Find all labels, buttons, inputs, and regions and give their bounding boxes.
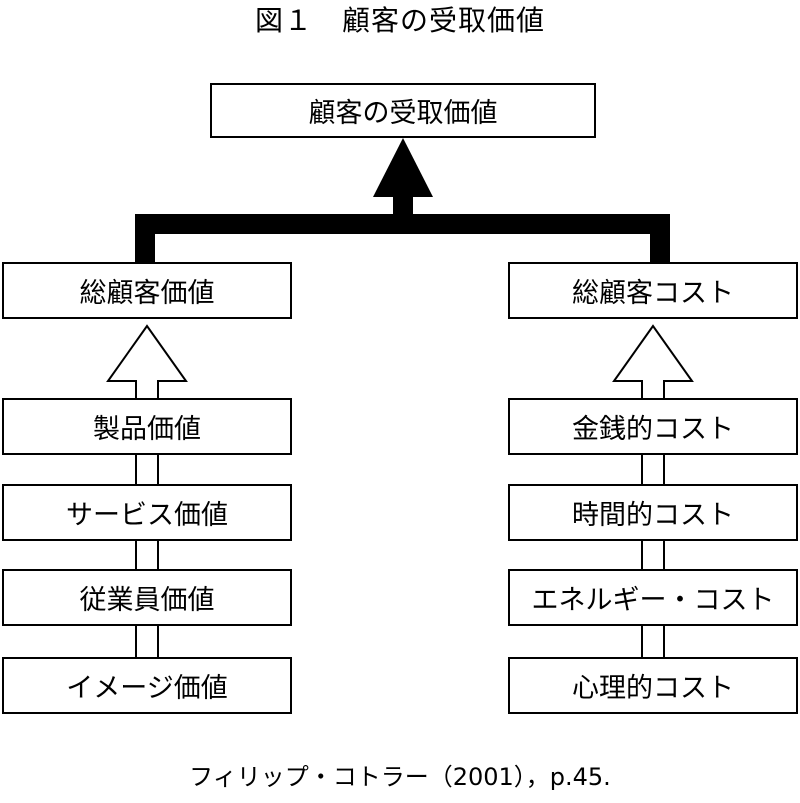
left-item-box: 製品価値 [2,398,292,455]
left-item-box: 従業員価値 [2,569,292,626]
source-caption: フィリップ・コトラー（2001），p.45. [189,763,611,791]
figure-title: 図１ 顧客の受取価値 [254,4,545,37]
bracket-connector [135,214,670,262]
top-box-customer-received-value: 顧客の受取価値 [210,83,596,138]
bracket-stem [393,196,413,220]
right-header-box: 総顧客コスト [508,262,798,319]
right-item-box: 時間的コスト [508,484,798,541]
right-item-box: 心理的コスト [508,657,798,714]
left-header-box: 総顧客価値 [2,262,292,319]
right-item-box: エネルギー・コスト [508,569,798,626]
left-item-box: サービス価値 [2,484,292,541]
black-arrowhead [373,138,433,197]
left-item-box: イメージ価値 [2,657,292,714]
right-item-box: 金銭的コスト [508,398,798,455]
